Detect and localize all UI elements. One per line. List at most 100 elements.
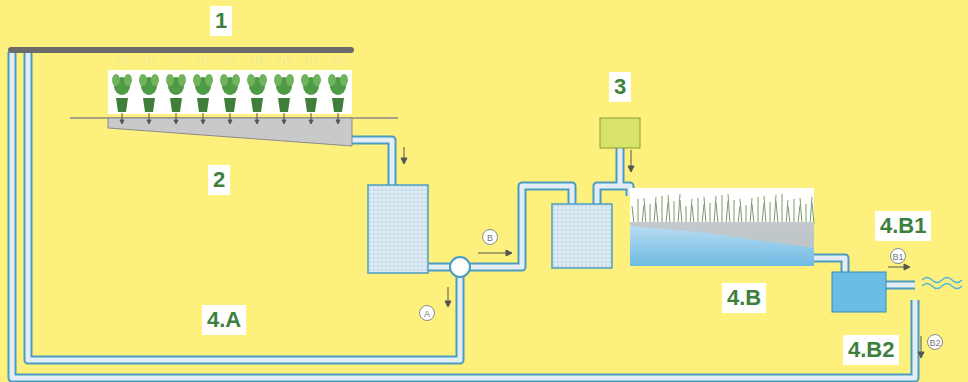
flow-arrows: [401, 147, 924, 358]
plants: [112, 74, 348, 112]
reeds: [812, 203, 814, 224]
pipes: [12, 52, 915, 378]
pipes: [352, 140, 392, 186]
flow-arrows: [401, 158, 407, 164]
plants: [278, 98, 290, 112]
drip-arrows: [120, 120, 124, 124]
drip-arrows: [174, 120, 178, 124]
reeds: [644, 198, 646, 224]
sprinklers: [251, 57, 254, 64]
reeds: [690, 199, 692, 224]
reeds: [650, 204, 651, 224]
sprinklers: [206, 57, 209, 64]
reeds: [762, 203, 764, 224]
pipes: [597, 186, 630, 205]
plants: [328, 74, 336, 86]
reeds: [702, 204, 704, 224]
drip-arrows: [120, 113, 340, 124]
sprinklers: [229, 57, 230, 65]
drip-arrows: [255, 120, 259, 124]
drip-arrows: [309, 120, 313, 124]
flow-arrows: [631, 150, 632, 168]
reeds: [632, 194, 814, 224]
plants: [170, 98, 182, 112]
flow-arrows: [445, 301, 451, 307]
valve: [450, 257, 470, 277]
plants: [251, 98, 263, 112]
wetland-water: [630, 222, 814, 266]
reeds: [698, 198, 699, 224]
drip-arrows: [228, 120, 232, 124]
reeds: [770, 202, 771, 224]
reeds: [806, 204, 807, 224]
reeds: [638, 199, 639, 224]
flow-arrows: [506, 250, 512, 256]
plants: [305, 98, 317, 112]
sprinklers: [224, 57, 227, 64]
sprinklers: [337, 57, 338, 65]
sprinklers: [314, 57, 317, 64]
plants: [166, 74, 174, 86]
pipes: [12, 52, 915, 378]
pipes: [12, 52, 915, 378]
flow-arrows: [628, 166, 634, 172]
reeds: [668, 195, 670, 224]
sprinklers: [260, 57, 263, 64]
callout-number: 4.B: [722, 283, 766, 313]
reeds: [734, 200, 735, 224]
reeds: [810, 197, 812, 224]
reeds: [632, 206, 634, 224]
sprinklers: [332, 57, 335, 64]
plants: [274, 74, 282, 86]
sprinklers: [116, 57, 344, 65]
reeds: [656, 203, 658, 224]
reeds: [678, 194, 680, 224]
plants: [340, 74, 348, 86]
sprinklers: [310, 57, 311, 65]
plants: [124, 74, 132, 86]
plants: [220, 74, 228, 86]
sprinklers: [148, 57, 149, 65]
sprinklers: [283, 57, 284, 65]
reeds: [722, 195, 723, 224]
pipes: [428, 265, 450, 270]
plants: [259, 74, 267, 86]
reeds: [800, 198, 802, 224]
flow-arrows: [904, 264, 910, 270]
reeds: [710, 203, 711, 224]
sprinklers: [116, 57, 119, 64]
plants: [112, 74, 120, 86]
sprinklers: [256, 57, 257, 65]
sprinklers: [197, 57, 200, 64]
plants: [247, 74, 255, 86]
reeds: [714, 196, 716, 224]
flow-letter: A: [419, 305, 435, 321]
collection-trough: [108, 118, 352, 146]
reeds: [764, 196, 766, 224]
drip-arrows: [282, 120, 286, 124]
collection-tank: [368, 185, 428, 273]
sprinklers: [179, 57, 182, 64]
plants: [205, 74, 213, 86]
reeds: [776, 201, 778, 224]
outflow-waves: [922, 284, 962, 289]
plants: [139, 74, 147, 86]
pipes: [28, 52, 460, 360]
callout-number: 3: [609, 72, 631, 102]
callout-number: 2: [208, 165, 230, 195]
reeds: [752, 204, 754, 224]
reeds: [746, 205, 747, 224]
callout-number: 4.B1: [875, 211, 931, 241]
pipes: [12, 52, 915, 378]
reeds: [786, 200, 788, 224]
sprinklers: [175, 57, 176, 65]
drip-arrows: [147, 120, 151, 124]
plants: [116, 98, 128, 112]
wetland-bed: [630, 222, 814, 248]
callout-number: 4.A: [202, 305, 246, 335]
sprinklers: [233, 57, 236, 64]
pipes: [618, 148, 623, 186]
plants: [332, 98, 344, 112]
reeds: [798, 205, 800, 224]
